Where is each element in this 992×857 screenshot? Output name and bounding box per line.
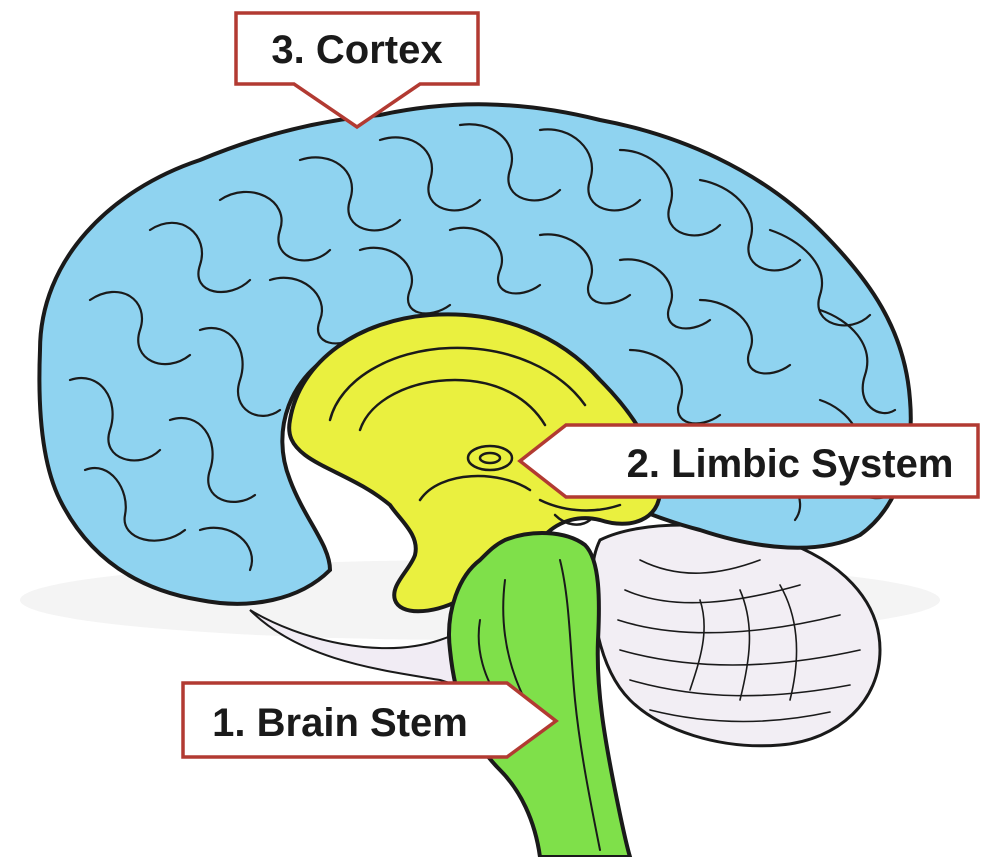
cerebellum-shape bbox=[592, 525, 880, 746]
limbic-callout: 2. Limbic System bbox=[520, 425, 978, 497]
brainstem-label: 1. Brain Stem bbox=[212, 701, 468, 745]
cortex-label: 3. Cortex bbox=[271, 28, 442, 72]
cerebellum bbox=[592, 525, 880, 746]
limbic-label: 2. Limbic System bbox=[627, 442, 954, 486]
brainstem-callout: 1. Brain Stem bbox=[183, 683, 556, 757]
